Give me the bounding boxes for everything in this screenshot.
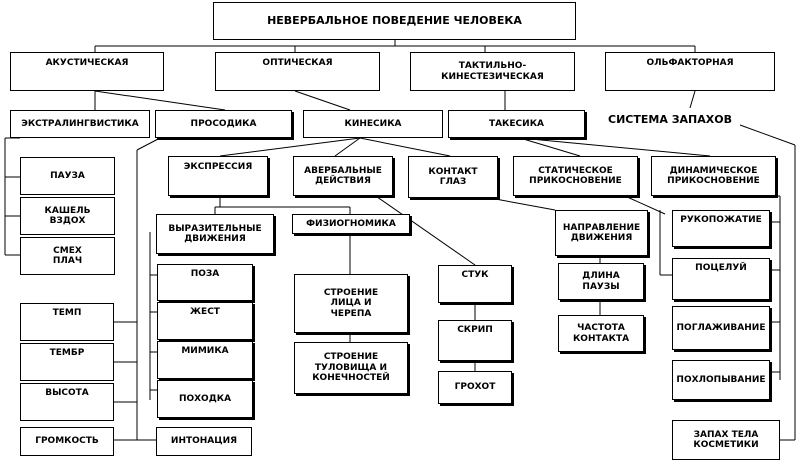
averbal-item: ГРОХОТ [438,371,512,404]
prosody-item: ТЕМП [20,303,114,341]
eye-contact-item: ДЛИНА ПАУЗЫ [558,263,644,300]
subsystem-extralinguistics: ЭКСТРАЛИНГВИСТИКА [10,110,150,138]
extralinguistics-item: КАШЕЛЬ ВЗДОХ [20,197,115,235]
extralinguistics-item: ПАУЗА [20,157,115,195]
subsystem-kinesics: КИНЕСИКА [303,110,443,138]
prosody-item: ИНТОНАЦИЯ [156,427,252,456]
kinesics-expression: ЭКСПРЕССИЯ [168,156,268,196]
category-olfactory: ОЛЬФАКТОРНАЯ [605,52,775,91]
smell-item: ЗАПАХ ТЕЛА КОСМЕТИКИ [672,420,780,460]
category-optical: ОПТИЧЕСКАЯ [215,52,380,91]
extralinguistics-item: СМЕХ ПЛАЧ [20,237,115,275]
kinesics-expressive-movements: ВЫРАЗИТЕЛЬНЫЕ ДВИЖЕНИЯ [156,214,274,254]
prosody-item: ТЕМБР [20,343,114,381]
takesics-dynamic-touch: ДИНАМИЧЕСКОЕ ПРИКОСНОВЕНИЕ [651,156,776,196]
averbal-item: СТУК [438,265,512,303]
kinesics-averbal-actions: АВЕРБАЛЬНЫЕ ДЕЙСТВИЯ [293,156,393,196]
prosody-item: ГРОМКОСТЬ [20,427,114,456]
physiognomy-item: СТРОЕНИЕ ЛИЦА И ЧЕРЕПА [294,274,408,333]
category-acoustic: АКУСТИЧЕСКАЯ [10,52,164,91]
takesics-static-touch: СТАТИЧЕСКОЕ ПРИКОСНОВЕНИЕ [513,156,638,196]
dynamic-touch-item: ПОГЛАЖИВАНИЕ [672,306,770,350]
root-node: НЕВЕРБАЛЬНОЕ ПОВЕДЕНИЕ ЧЕЛОВЕКА [213,2,576,40]
expressive-item: ПОХОДКА [157,380,253,418]
kinesics-eye-contact: КОНТАКТ ГЛАЗ [408,156,498,198]
eye-contact-gaze-direction: НАПРАВЛЕНИЕ ДВИЖЕНИЯ [555,210,648,256]
expressive-item: ПОЗА [157,264,253,301]
kinesics-physiognomy: ФИЗИОГНОМИКА [292,214,410,234]
subsystem-prosody: ПРОСОДИКА [155,110,292,138]
physiognomy-item: СТРОЕНИЕ ТУЛОВИЩА И КОНЕЧНОСТЕЙ [294,342,408,394]
category-tactile: ТАКТИЛЬНО- КИНЕСТЕЗИЧЕСКАЯ [410,52,575,91]
averbal-item: СКРИП [438,320,512,361]
subsystem-smell-system: СИСТЕМА ЗАПАХОВ [600,108,740,132]
dynamic-touch-item: РУКОПОЖАТИЕ [672,210,770,247]
expressive-item: МИМИКА [157,341,253,379]
subsystem-takesics: ТАКЕСИКА [448,110,585,138]
dynamic-touch-item: ПОЦЕЛУЙ [672,258,770,300]
expressive-item: ЖЕСТ [157,302,253,340]
prosody-item: ВЫСОТА [20,383,114,421]
eye-contact-item: ЧАСТОТА КОНТАКТА [558,315,644,352]
dynamic-touch-item: ПОХЛОПЫВАНИЕ [672,360,770,400]
